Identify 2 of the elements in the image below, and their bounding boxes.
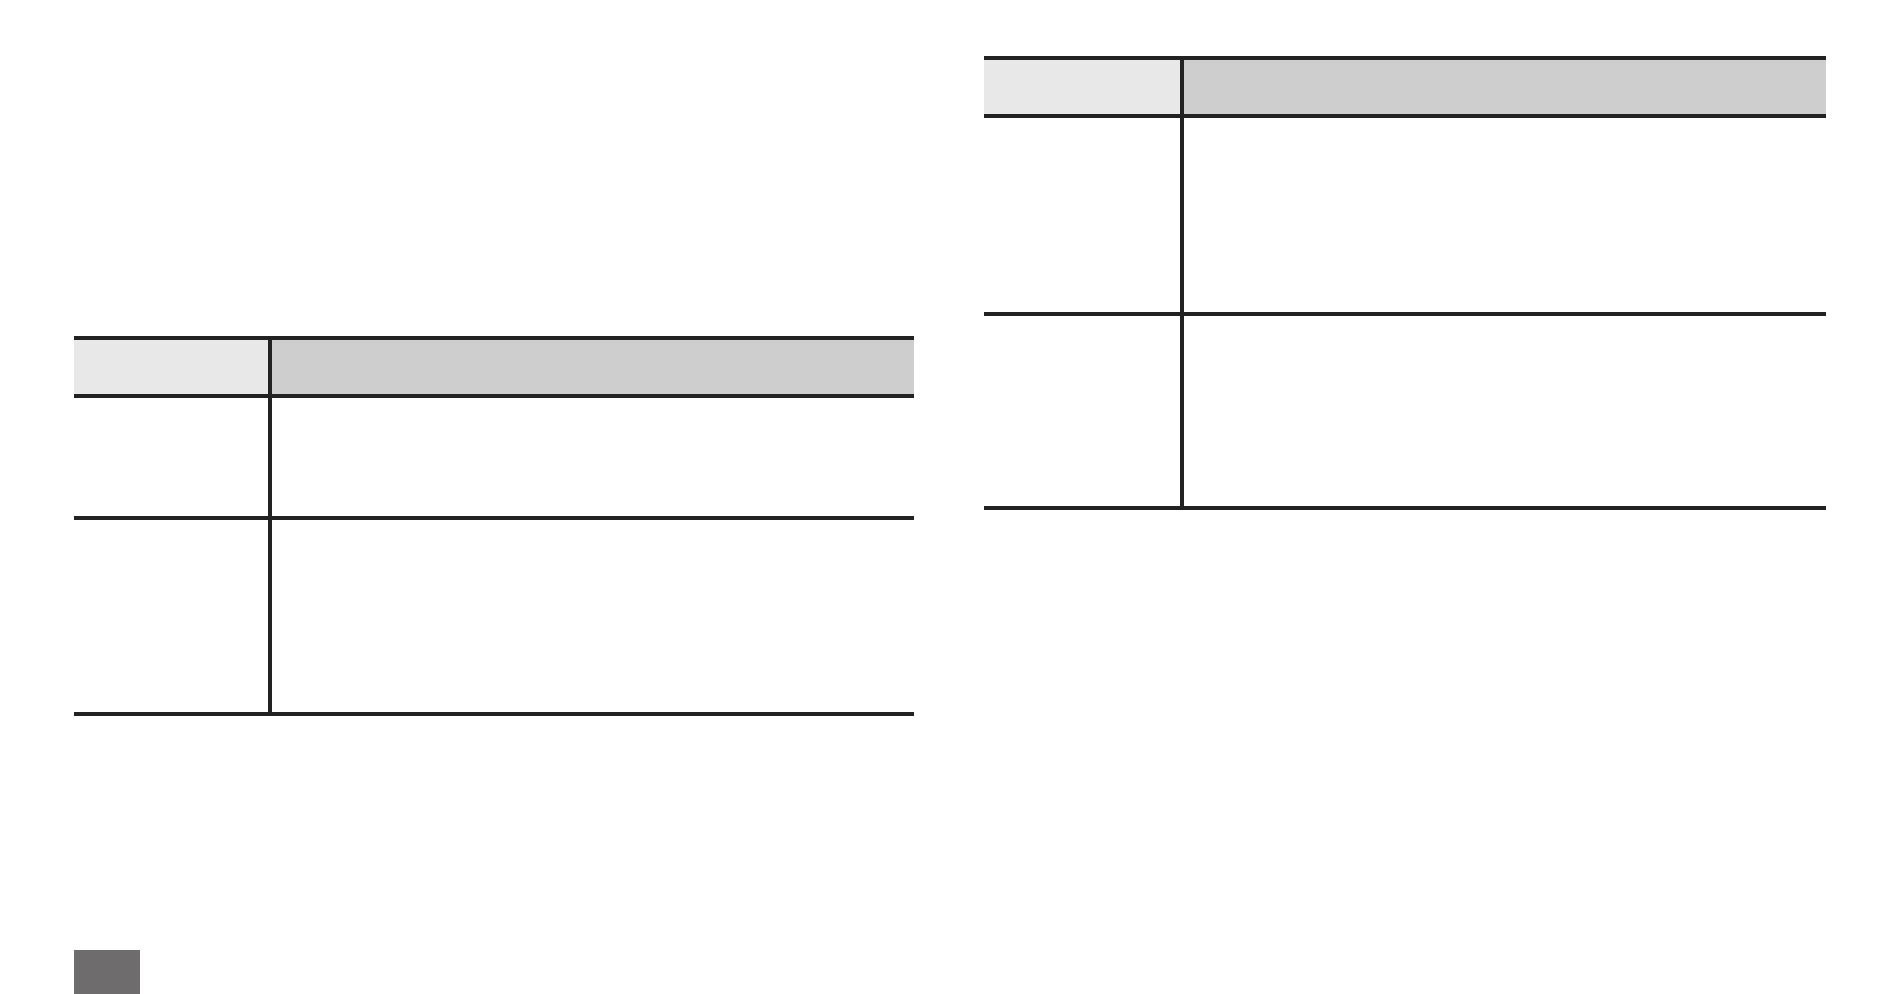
empty-table (984, 56, 1826, 510)
empty-table (74, 336, 914, 716)
